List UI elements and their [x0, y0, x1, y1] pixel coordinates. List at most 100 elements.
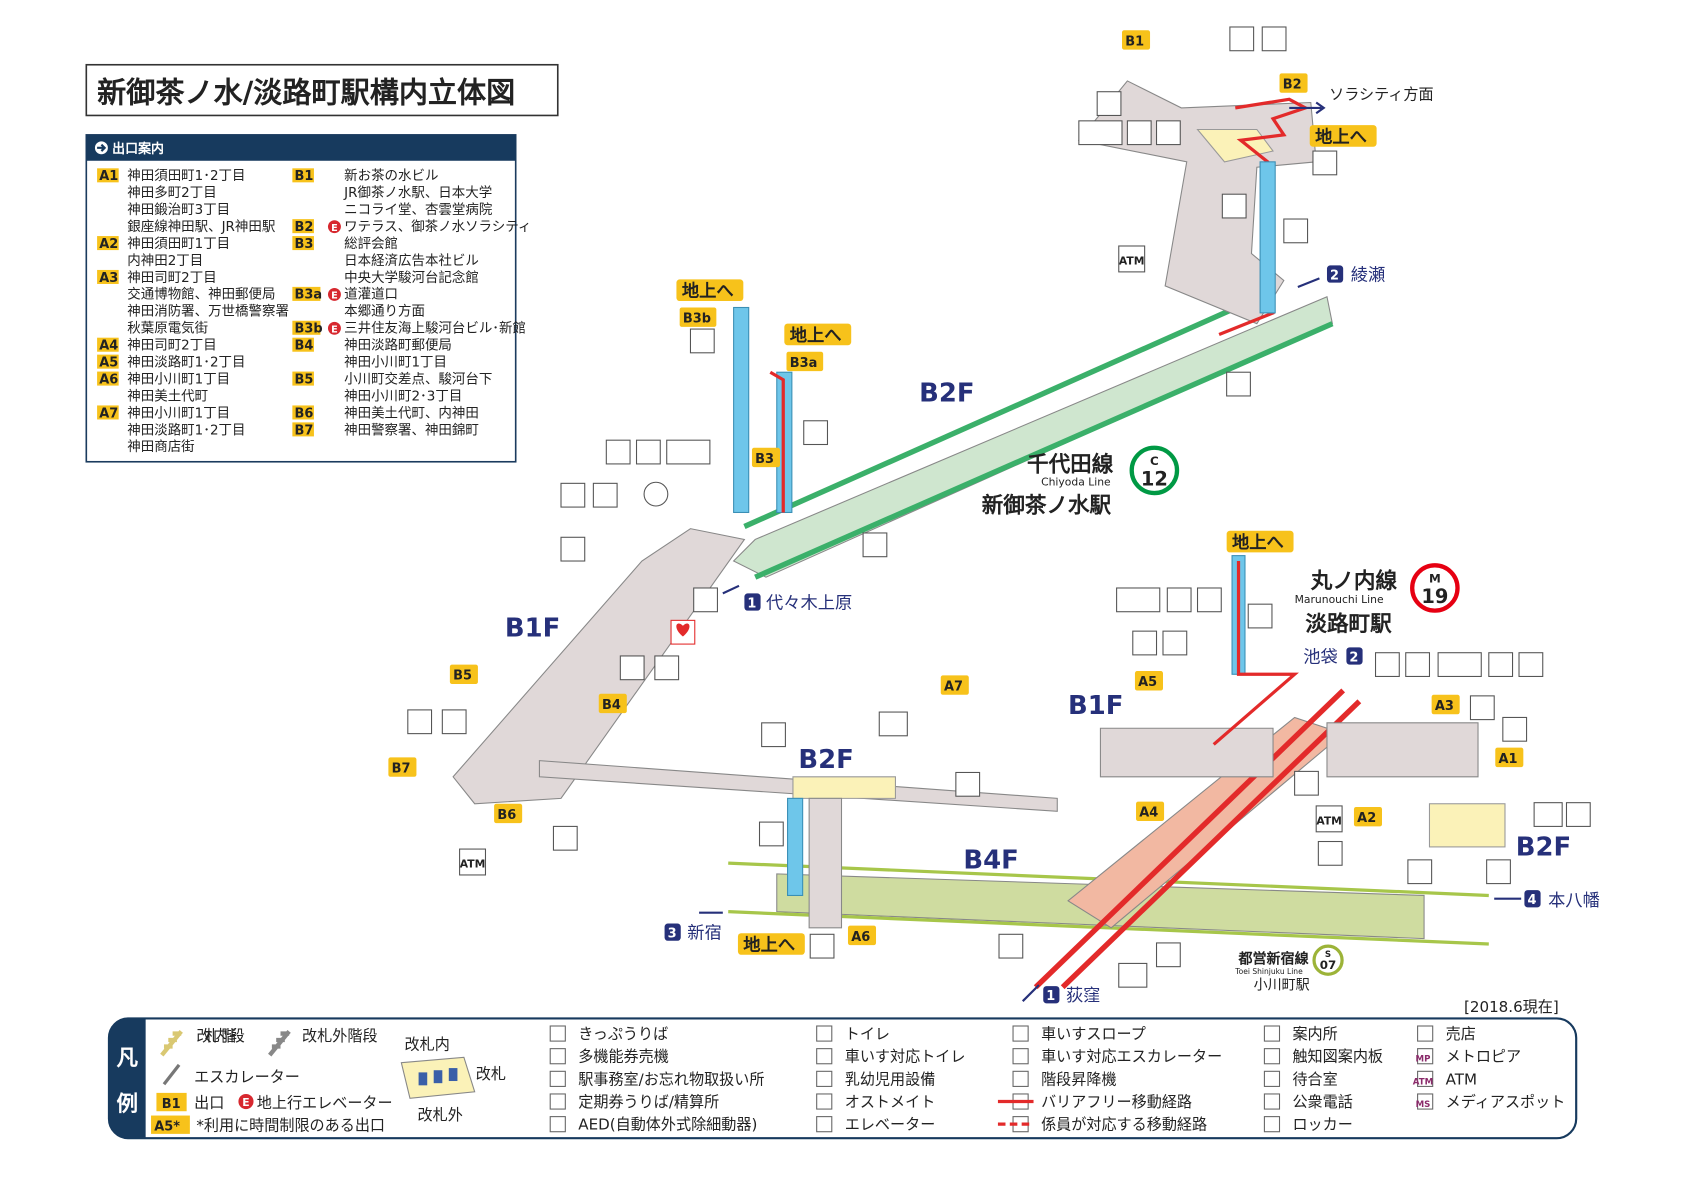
exit-destination: 神田司町2丁目: [127, 270, 216, 286]
legend-icon: [1263, 1116, 1281, 1133]
exit-destination: 銀座線神田駅、JR神田駅: [127, 219, 276, 235]
ticket-icon: [761, 722, 786, 748]
svg-text:ATM: ATM: [1119, 254, 1145, 267]
baby-care-icon: [605, 439, 631, 465]
exit-badge: [292, 405, 314, 420]
exit-destination: 交通博物館、神田郵便局: [127, 286, 275, 303]
legend-label: *利用に時間制限のある出口: [196, 1117, 385, 1135]
svg-text:B3a: B3a: [790, 356, 818, 371]
atm-icon: ATM: [1118, 245, 1146, 273]
ticket-machine-icon: [1261, 26, 1287, 52]
restroom-icon: [1533, 802, 1563, 827]
floor-label: B1F: [1068, 691, 1123, 721]
exit-badge: [292, 219, 314, 234]
floor-label: B4F: [963, 845, 1018, 875]
exit-id: B3: [295, 237, 314, 252]
accessible-restroom-icon: [1116, 587, 1161, 613]
legend-label: 車いす対応トイレ: [845, 1048, 966, 1066]
exit-marker-a4: A4: [1136, 801, 1165, 822]
exit-id: B3a: [295, 288, 323, 303]
ostomate-icon: [1155, 120, 1181, 146]
exit-marker-a6: A6: [847, 925, 877, 946]
exit-destination: 本郷通り方面: [344, 304, 425, 320]
ostomate-icon: [1196, 587, 1222, 613]
restroom-icon: [878, 711, 908, 737]
stairs-inside-icon: [160, 1030, 183, 1057]
svg-text:小川町駅: 小川町駅: [1254, 977, 1310, 993]
exit-badge: [292, 286, 321, 301]
exit-badge: [97, 236, 119, 251]
baby-care-icon: [1488, 652, 1514, 677]
baby-care-icon: [1166, 587, 1192, 613]
locker-icon: [1502, 716, 1528, 742]
exit-id: B6: [295, 406, 314, 421]
legend-label: 売店: [1446, 1025, 1476, 1043]
exit-destination: 秋葉原電気街: [127, 321, 208, 337]
exit-badge: [97, 354, 119, 369]
svg-text:B3: B3: [755, 452, 774, 467]
svg-text:A6: A6: [851, 930, 870, 945]
svg-text:B2: B2: [1283, 77, 1302, 92]
direction-shinjuku: 3 新宿: [664, 911, 723, 944]
exit-destination: 神田消防署、万世橋警察署: [127, 303, 289, 320]
legend-icon: [549, 1116, 566, 1133]
legend-label: エレベーター: [845, 1116, 936, 1134]
marunouchi-track-2: [1060, 699, 1362, 990]
svg-text:A7: A7: [944, 679, 963, 694]
legend-label: 改札外: [418, 1106, 463, 1124]
exit-id: B1: [295, 169, 314, 184]
exit-marker-b6: B6: [494, 803, 523, 824]
svg-text:2: 2: [1349, 650, 1358, 665]
legend-icon: [1417, 1025, 1434, 1042]
svg-text:都営新宿線: 都営新宿線: [1238, 950, 1309, 967]
exit-destination: 神田美土代町: [127, 388, 208, 404]
svg-text:Marunouchi Line: Marunouchi Line: [1295, 593, 1384, 606]
svg-text:Chiyoda Line: Chiyoda Line: [1041, 475, 1111, 488]
svg-text:荻窪: 荻窪: [1066, 986, 1101, 1006]
svg-text:19: 19: [1421, 585, 1448, 608]
legend-label: 車いす対応エスカレーター: [1041, 1048, 1222, 1066]
chiyoda-line-symbol: [1129, 445, 1180, 496]
atm-icon: ATM: [1315, 805, 1343, 833]
ticket-icon: [1132, 630, 1158, 656]
b2f-east-gate: [1428, 803, 1506, 848]
elevator-exit-mark: [238, 1093, 254, 1110]
exit-id: A6: [99, 372, 118, 387]
exit-destination: 神田須田町1丁目: [127, 236, 230, 252]
svg-text:新宿: 新宿: [687, 924, 722, 944]
exit-destination: ワテラス、御茶ノ水ソラシティ: [344, 219, 531, 235]
exit-id: B4: [295, 339, 314, 354]
exit-badge: [97, 269, 119, 284]
exit-badge-sample: B1: [162, 1097, 181, 1112]
svg-text:B5: B5: [453, 669, 472, 684]
restroom-icon: [1078, 120, 1123, 146]
legend-icon: [549, 1093, 566, 1110]
exit-id: B5: [295, 372, 314, 387]
exit-destination: 日本経済広告本社ビル: [344, 253, 479, 269]
ticket-icon: [1229, 26, 1255, 52]
escalator-icon: [162, 1063, 181, 1086]
legend-icon: [816, 1048, 833, 1065]
exit-destination: 内神田2丁目: [127, 253, 203, 269]
legend-label: オストメイト: [845, 1093, 936, 1111]
ticket-icon: [1374, 652, 1400, 677]
svg-text:A4: A4: [1139, 806, 1158, 821]
station-label-marunouchi: 丸ノ内線 Marunouchi Line 淡路町駅 M 19: [1295, 563, 1460, 637]
legend-icon: [1263, 1048, 1281, 1065]
limited-exit-badge: A5*: [154, 1120, 180, 1135]
elevator-exit-letter: E: [331, 223, 338, 234]
exit-destination: 神田淡路町郵便局: [344, 338, 452, 354]
exit-destination: 神田淡路町1･2丁目: [127, 355, 245, 371]
exit-id: A7: [99, 406, 118, 421]
shinjuku-line-symbol: [1312, 944, 1344, 976]
legend-label: 多機能券売機: [578, 1048, 669, 1066]
exit-destination: 神田警察署、神田錦町: [344, 421, 479, 438]
legend-label: 駅事務室/お忘れ物取扱い所: [578, 1070, 764, 1088]
direction-yoyogi-uehara: 1 代々木上原: [722, 584, 852, 613]
elevator-exit-mark: [327, 287, 341, 301]
shop-icon: [862, 532, 888, 558]
